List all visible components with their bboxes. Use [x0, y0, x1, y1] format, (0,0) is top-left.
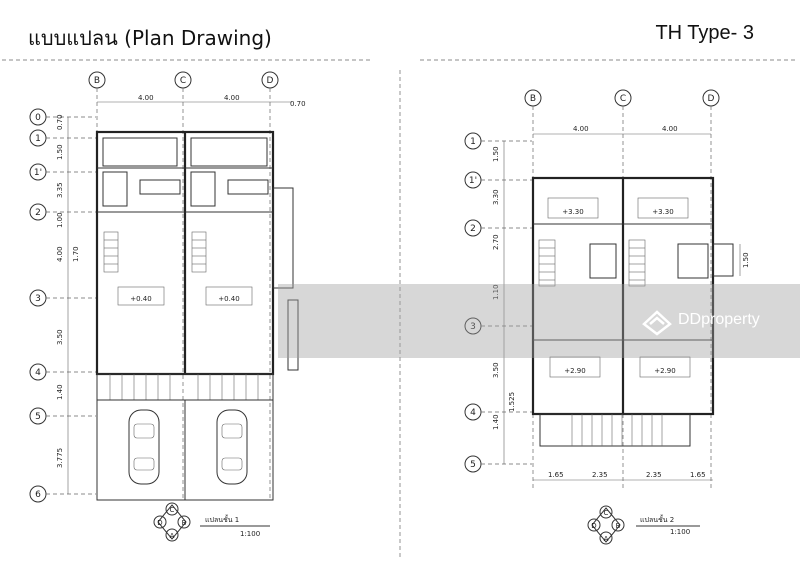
grid-label: C: [180, 76, 186, 86]
dim-top: 4.00: [662, 125, 678, 133]
grid-label: 3: [470, 322, 476, 332]
grid-label: 5: [35, 412, 41, 422]
ground-floor-plan: B C D 4.00 4.00 0.70 0 1 1' 2 3 4 5 6: [29, 71, 306, 542]
dim-side: 1.40: [492, 414, 500, 430]
compass-label: B: [182, 519, 187, 527]
watermark-band: [278, 284, 800, 358]
dim-top: 4.00: [138, 94, 154, 102]
grid-label: B: [530, 94, 536, 104]
house-type-label: TH Type- 3: [655, 22, 754, 44]
right-grid-side: 1 1' 2 3 4 5: [464, 132, 482, 473]
grid-label: 1: [35, 134, 41, 144]
grid-label: 1: [470, 137, 476, 147]
dim-bottom: 1.65: [690, 471, 706, 479]
grid-label: 2: [35, 208, 41, 218]
compass-label: A: [604, 535, 609, 543]
dim-side: 1.525: [508, 392, 516, 412]
dim-side: 1.50: [742, 252, 750, 268]
dim-side: 1.70: [72, 246, 80, 262]
watermark-text: DDproperty: [678, 311, 760, 328]
grid-label: 4: [35, 368, 41, 378]
compass-label: C: [604, 509, 609, 517]
grid-label: B: [94, 76, 100, 86]
compass-label: B: [616, 522, 621, 530]
room-level: +0.40: [218, 295, 239, 303]
grid-label: 2: [470, 224, 476, 234]
car-icon: [216, 409, 248, 485]
room-level: +3.30: [652, 208, 673, 216]
compass-rose-icon: C D B A: [587, 505, 625, 545]
compass-label: A: [170, 532, 175, 540]
grid-label: D: [267, 76, 274, 86]
plan-scale: 1:100: [670, 528, 690, 536]
grid-label: 1': [34, 168, 42, 178]
grid-label: D: [708, 94, 715, 104]
plan-caption: แปลนชั้น 1: [205, 513, 239, 524]
grid-label: 0: [35, 113, 41, 123]
grid-label: 6: [35, 490, 41, 500]
dim-side: 1.50: [492, 146, 500, 162]
grid-label: C: [620, 94, 626, 104]
dim-side: 3.35: [56, 182, 64, 198]
ddproperty-logo-icon: [642, 310, 672, 336]
room-level: +0.40: [130, 295, 151, 303]
dim-top: 4.00: [573, 125, 589, 133]
dim-side: 3.50: [492, 362, 500, 378]
porch: [96, 373, 274, 401]
dim-side: 0.70: [56, 114, 64, 130]
room-level: +2.90: [564, 367, 585, 375]
dim-bottom: 2.35: [592, 471, 608, 479]
plan-scale: 1:100: [240, 530, 260, 538]
dim-side: 2.70: [492, 234, 500, 250]
dim-bottom: 1.65: [548, 471, 564, 479]
compass-rose-icon: C D B A: [153, 502, 191, 542]
room-level: +2.90: [654, 367, 675, 375]
balcony: [539, 413, 691, 447]
dim-side: 3.775: [56, 448, 64, 468]
upper-floor-plan: B C D 4.00 4.00 1 1' 2 3 4 5 1.50 3.30 2…: [464, 89, 750, 545]
left-grid-side: 0 1 1' 2 3 4 5 6: [29, 108, 47, 503]
grid-label: 1': [469, 176, 477, 186]
dim-side: 1.10: [492, 284, 500, 300]
compass-label: D: [157, 519, 162, 527]
dim-top: 4.00: [224, 94, 240, 102]
dim-side: 1.40: [56, 384, 64, 400]
dim-side: 3.50: [56, 329, 64, 345]
car-icon: [128, 409, 160, 485]
dim-side: 1.00: [56, 212, 64, 228]
plan-caption: แปลนชั้น 2: [640, 513, 674, 524]
room-level: +3.30: [562, 208, 583, 216]
compass-label: D: [591, 522, 596, 530]
grid-label: 5: [470, 460, 476, 470]
right-grid-top: B C D: [524, 89, 720, 107]
dim-bottom: 2.35: [646, 471, 662, 479]
page-title: แบบแปลน (Plan Drawing): [28, 26, 272, 50]
compass-label: C: [170, 506, 175, 514]
left-grid-top: B C D: [88, 71, 279, 89]
dim-top: 0.70: [290, 100, 306, 108]
dim-side: 4.00: [56, 246, 64, 262]
grid-label: 4: [470, 408, 476, 418]
dim-side: 1.50: [56, 144, 64, 160]
grid-label: 3: [35, 294, 41, 304]
dim-side: 3.30: [492, 189, 500, 205]
